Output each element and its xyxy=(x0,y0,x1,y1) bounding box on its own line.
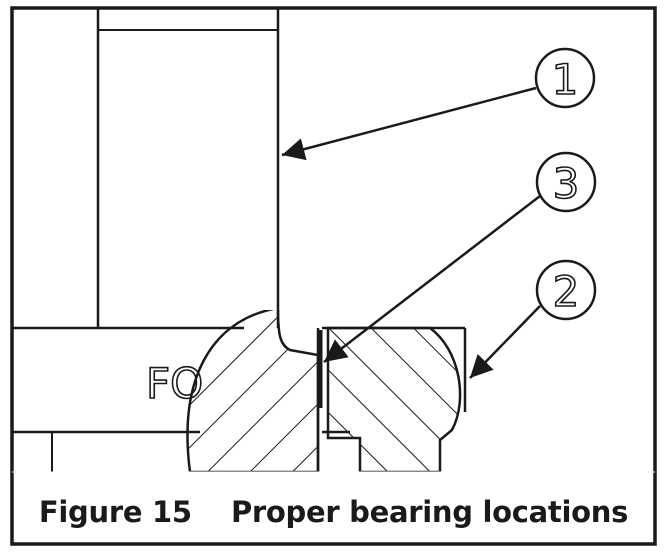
callout-1: 1 xyxy=(534,47,596,109)
leader-line-1 xyxy=(281,86,537,161)
bearing-section xyxy=(186,310,462,472)
caption-band xyxy=(14,474,653,542)
callout-2: 2 xyxy=(535,259,597,321)
figure-caption: Figure 15 Proper bearing locations xyxy=(38,495,629,529)
callout-3-label: 3 xyxy=(553,159,580,208)
figure-frame xyxy=(10,6,657,546)
leader-line-2 xyxy=(469,305,541,379)
callout-1-label: 1 xyxy=(552,55,579,104)
upper-shaft xyxy=(96,8,280,328)
callout-2-label: 2 xyxy=(553,267,580,316)
leader-line-3 xyxy=(323,195,541,363)
callout-3: 3 xyxy=(535,151,597,213)
